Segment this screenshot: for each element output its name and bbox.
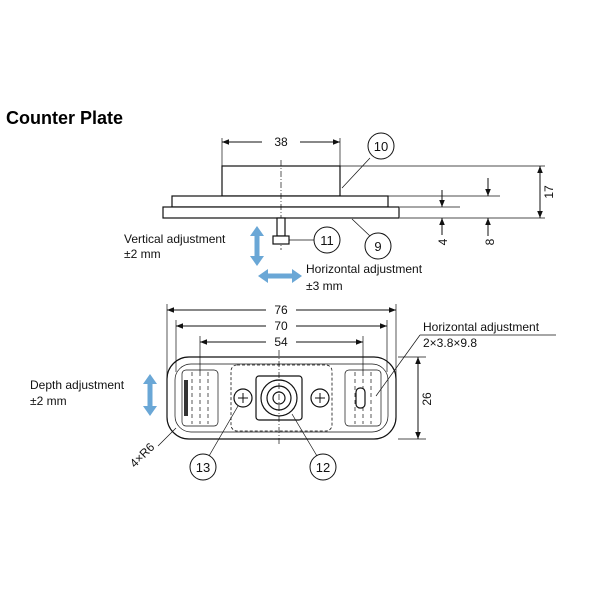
vertical-adjustment-range: ±2 mm	[124, 247, 161, 261]
depth-adjustment-arrow	[143, 374, 157, 416]
dim-38: 38	[274, 135, 288, 149]
horizontal-adjustment-range: ±3 mm	[306, 279, 343, 293]
dim-54: 54	[274, 335, 288, 349]
adjustment-pin	[276, 217, 286, 237]
callout-13-label: 13	[196, 460, 210, 475]
dim-8: 8	[483, 238, 497, 245]
callout-9-label: 9	[374, 239, 381, 254]
right-slot	[355, 387, 366, 409]
callout-13	[189, 453, 217, 481]
dim-76: 76	[274, 303, 288, 317]
slot-size-label: 2×3.8×9.8	[423, 336, 477, 350]
callout-12	[309, 453, 337, 481]
dim-17: 17	[542, 185, 556, 199]
vertical-adjustment-label: Vertical adjustment	[124, 232, 226, 246]
page-title: Counter Plate	[6, 108, 124, 128]
depth-adjustment-range: ±2 mm	[30, 394, 67, 408]
vertical-adjustment-arrow	[250, 226, 264, 266]
callout-9	[364, 232, 392, 260]
corner-radius-label: 4×R6	[127, 440, 158, 471]
dim-70: 70	[274, 319, 288, 333]
dim-26: 26	[420, 392, 434, 406]
depth-adjustment-label: Depth adjustment	[30, 378, 125, 392]
pin-head	[272, 235, 290, 245]
callout-10-label: 10	[374, 139, 388, 154]
horizontal-adjustment-arrow	[258, 269, 302, 283]
mid-flange	[171, 195, 389, 208]
slot-horizontal-adjustment-label: Horizontal adjustment	[423, 320, 540, 334]
dim-4: 4	[436, 238, 450, 245]
left-slot-text	[184, 380, 188, 416]
side-view: 38 17 8 4 Vertical adjustment ±2 mm Hor	[124, 132, 556, 293]
callout-10	[367, 132, 395, 160]
callout-11	[313, 226, 341, 254]
upper-block	[221, 165, 341, 197]
callout-11-label: 11	[320, 233, 334, 248]
horizontal-adjustment-label: Horizontal adjustment	[306, 262, 423, 276]
callout-12-label: 12	[316, 460, 330, 475]
top-view: 76 70 54 26 Horizontal adjustment 2×3.8×…	[30, 303, 556, 481]
